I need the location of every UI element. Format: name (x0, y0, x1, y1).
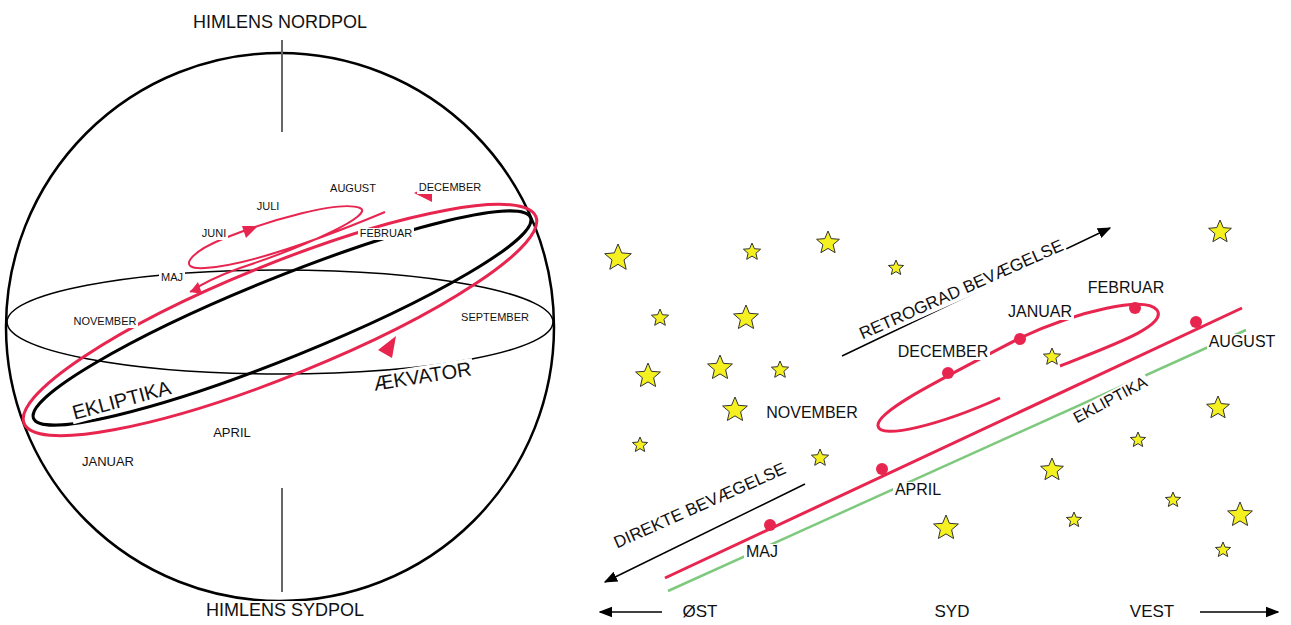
star (1165, 492, 1180, 507)
text-label: JULI (255, 201, 282, 213)
star (771, 361, 788, 377)
text-label: MAJ (159, 272, 185, 284)
star (743, 243, 760, 259)
star (734, 305, 759, 329)
star (1228, 502, 1253, 526)
text-label: APRIL (211, 426, 253, 440)
star (1207, 396, 1230, 418)
star (934, 515, 959, 539)
path-arrow (242, 226, 258, 238)
planet-path (3, 165, 557, 476)
text-label: NOVEMBER (72, 316, 139, 328)
text-label: DECEMBER (896, 344, 991, 361)
retrograde-loop (878, 305, 1158, 432)
text-label: HIMLENS SYDPOL (204, 601, 366, 620)
star (636, 363, 661, 387)
text-label: VEST (1128, 603, 1176, 621)
text-label: APRIL (893, 482, 943, 499)
star (1215, 542, 1230, 557)
text-label: AUGUST (328, 183, 378, 195)
text-label: HIMLENS NORDPOL (191, 13, 369, 32)
text-label: DECEMBER (417, 182, 483, 194)
compass-arrow (1200, 611, 1278, 613)
star (708, 355, 733, 379)
star (651, 309, 668, 325)
text-label: JANUAR (80, 455, 136, 469)
star (1041, 458, 1064, 480)
text-label: EKLIPTIKA (1069, 373, 1152, 428)
ecliptic (19, 181, 546, 456)
text-label: MAJ (744, 544, 780, 561)
retrograde-loop (189, 206, 385, 292)
text-label: ØST (681, 603, 720, 621)
text-label: AUGUST (1207, 334, 1278, 351)
planet-track (665, 308, 1242, 578)
text-label: JANUAR (1006, 304, 1074, 321)
text-label: SYD (933, 603, 972, 621)
text-label: NOVEMBER (764, 405, 860, 422)
path-arrow (190, 282, 202, 294)
compass-arrow (600, 611, 662, 613)
star (1130, 432, 1145, 447)
text-label: FEBRUAR (358, 228, 415, 240)
star (1209, 220, 1232, 242)
position-dots (764, 302, 1202, 531)
text-label: SEPTEMBER (459, 312, 531, 324)
text-label: ÆKVATOR (370, 358, 475, 395)
star (817, 231, 840, 253)
star (888, 260, 903, 275)
star (811, 449, 828, 465)
text-label: RETROGRAD BEVÆGELSE (856, 236, 1069, 344)
text-label: EKLIPTIKA (68, 376, 175, 424)
text-label: FEBRUAR (1086, 280, 1166, 297)
star (1043, 348, 1060, 364)
direction-arrow (842, 228, 1110, 356)
ecliptic-line (668, 330, 1246, 591)
star (605, 244, 632, 269)
star-field (605, 220, 1253, 557)
pole-axis (281, 488, 283, 592)
star (632, 437, 647, 452)
star (1066, 512, 1081, 527)
pole-axis (281, 40, 283, 132)
star (723, 397, 748, 421)
text-label: JUNI (200, 228, 228, 240)
path-arrow (378, 336, 396, 358)
celestial-sphere (6, 53, 554, 601)
text-label: DIREKTE BEVÆGELSE (610, 459, 791, 553)
